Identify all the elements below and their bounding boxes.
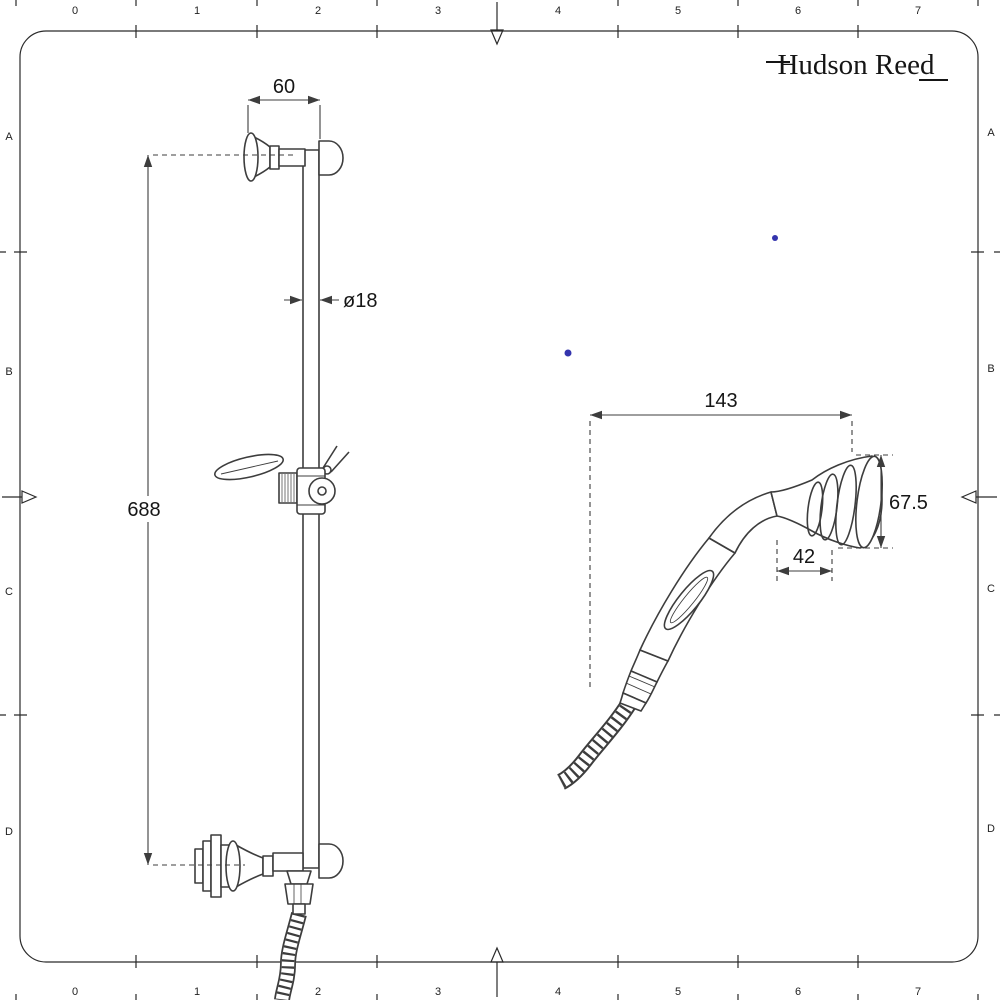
handset-neck <box>708 491 778 554</box>
clamp-rings <box>297 475 325 506</box>
handset-handle <box>639 537 736 662</box>
bottom-rail-cap <box>318 843 344 879</box>
ruler-left-c: C <box>5 586 13 598</box>
frame-ticks-left <box>14 251 27 716</box>
ruler-bottom-1: 1 <box>194 986 200 998</box>
ruler-right-c: C <box>987 583 995 595</box>
top-wall-bracket <box>243 132 344 182</box>
ruler-left-a: A <box>5 131 13 143</box>
knurl-hatching <box>281 474 295 502</box>
slider-clamp <box>214 445 350 515</box>
dim-67-5-label: 67.5 <box>889 492 928 514</box>
handset-hose <box>556 697 638 790</box>
ruler-bottom: 0 1 2 3 4 5 6 7 <box>72 986 921 998</box>
ruler-top-3: 3 <box>435 5 441 17</box>
ruler-top-7: 7 <box>915 5 921 17</box>
slider-handle-line <box>220 460 279 475</box>
edge-ticks-bottom <box>15 994 979 1000</box>
ruler-bottom-3: 3 <box>435 986 441 998</box>
brand-logo: Hudson Reed <box>766 49 948 81</box>
handset-collar <box>619 649 669 712</box>
ruler-top-5: 5 <box>675 5 681 17</box>
wall-disc-1 <box>194 848 204 884</box>
top-flange-disc <box>243 132 259 182</box>
handle-slot <box>663 569 715 631</box>
ruler-top-1: 1 <box>194 5 200 17</box>
ruler-top-0: 0 <box>72 5 78 17</box>
wall-disc-3 <box>210 834 222 898</box>
dimensions <box>143 95 893 866</box>
handset-group <box>556 455 883 790</box>
bottom-wall-bracket <box>194 834 344 915</box>
slider-handle <box>214 453 284 481</box>
center-mark-right <box>960 490 997 504</box>
dim-67-5 <box>838 454 893 549</box>
wall-disc-2 <box>202 840 212 892</box>
edge-ticks-left <box>0 251 6 716</box>
dim-143 <box>589 410 853 690</box>
marker-dot-1 <box>772 235 778 241</box>
brand-name: Hudson Reed <box>777 49 935 81</box>
edge-ticks-right <box>994 251 1000 716</box>
edge-ticks-top <box>15 0 979 6</box>
ruler-top-2: 2 <box>315 5 321 17</box>
head-ring-3 <box>806 481 824 537</box>
ruler-left: A B C D <box>5 131 13 838</box>
dim-688 <box>143 154 295 866</box>
dim-688-label-bg <box>122 496 167 522</box>
top-flange-neck <box>269 145 280 170</box>
outlet-elbow <box>284 870 314 915</box>
handset-head <box>770 455 883 549</box>
ruler-bottom-0: 0 <box>72 986 78 998</box>
pivot-screw <box>317 486 327 496</box>
top-rail-cap <box>318 140 344 176</box>
ruler-left-b: B <box>5 366 12 378</box>
handset-cradle-fork <box>322 445 350 473</box>
center-mark-left <box>2 490 38 504</box>
ruler-bottom-5: 5 <box>675 986 681 998</box>
ruler-right-a: A <box>987 127 995 139</box>
top-bracket-arm <box>278 148 306 167</box>
bottom-flange-disc <box>225 840 241 892</box>
dim-688-label: 688 <box>127 499 160 521</box>
ruler-right-b: B <box>987 363 994 375</box>
ruler-right-d: D <box>987 823 995 835</box>
dim-60-label: 60 <box>273 76 295 98</box>
dim-42 <box>776 540 833 581</box>
dim-diameter-label: ø18 <box>343 290 377 312</box>
marker-dot-2 <box>564 349 572 357</box>
bottom-bracket-arm <box>272 852 304 872</box>
frame-ticks-top <box>135 25 859 38</box>
bottom-flange-neck <box>262 855 274 877</box>
dim-143-label: 143 <box>704 390 737 412</box>
head-ring-1 <box>835 464 857 546</box>
ruler-bottom-2: 2 <box>315 986 321 998</box>
dim-42-label: 42 <box>793 546 815 568</box>
dimension-labels: 60 ø18 688 143 67.5 42 <box>122 76 928 568</box>
center-mark-top <box>490 2 504 46</box>
dim-60 <box>247 95 321 139</box>
riser-rail-group <box>194 132 350 1000</box>
center-mark-bottom <box>490 946 504 997</box>
shower-hose-lower <box>274 912 307 1000</box>
frame-ticks-right <box>971 251 984 716</box>
frame-ticks-bottom <box>135 955 859 968</box>
ruler-right: A B C D <box>987 127 995 835</box>
ruler-top-6: 6 <box>795 5 801 17</box>
ruler-bottom-6: 6 <box>795 986 801 998</box>
ruler-left-d: D <box>5 826 13 838</box>
ruler-top: 0 1 2 3 4 5 6 7 <box>72 5 921 17</box>
ruler-bottom-7: 7 <box>915 986 921 998</box>
ruler-bottom-4: 4 <box>555 986 561 998</box>
handle-slot-inner <box>669 576 709 624</box>
ruler-top-4: 4 <box>555 5 561 17</box>
